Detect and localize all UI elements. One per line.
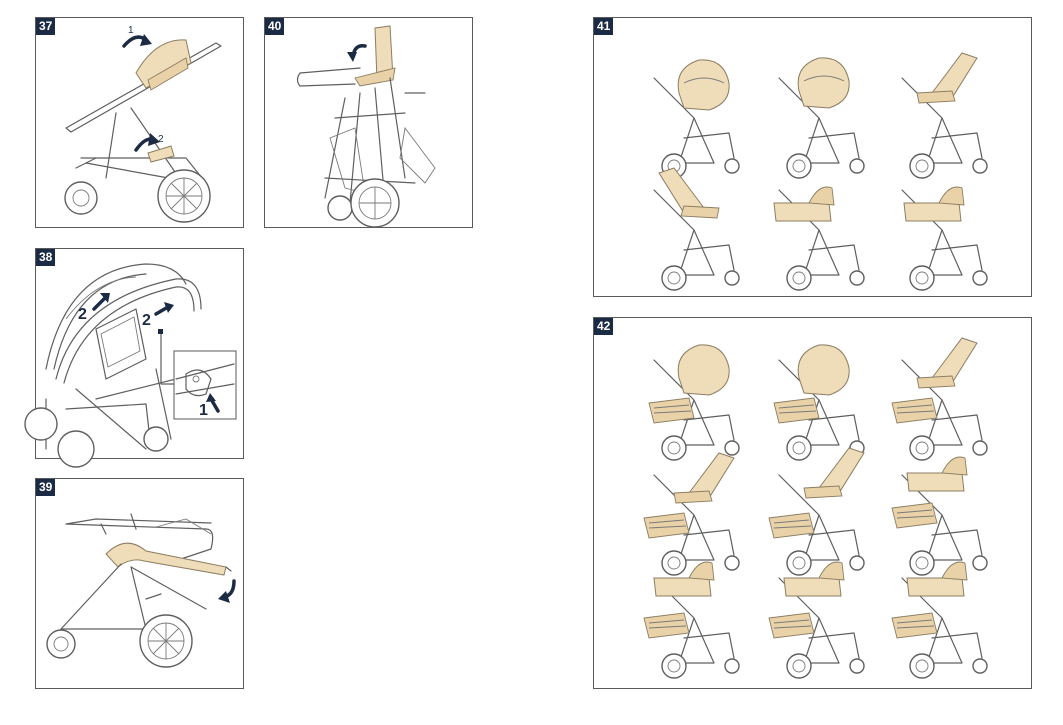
figure-number: 38	[36, 249, 56, 266]
figure-number: 37	[36, 18, 56, 35]
step-label: 1	[199, 402, 208, 419]
frame-unfold-illustration-39	[46, 513, 236, 668]
seating-configurations-41	[653, 52, 988, 291]
panel-38: 2 2 1 38	[24, 248, 244, 468]
step-label: 2	[158, 134, 164, 145]
stroller-folded-illustration-40	[296, 25, 436, 228]
panel-39: 39	[35, 478, 244, 689]
step-label: 2	[142, 312, 151, 329]
figure-number: 40	[265, 18, 285, 35]
stroller-fold-illustration-37: 1 2	[64, 25, 222, 223]
straight-arrow-icon	[154, 305, 170, 316]
figure-number: 41	[594, 18, 614, 35]
figure-number: 42	[594, 318, 614, 335]
handlebar-adjust-illustration-38: 2 2 1	[24, 263, 237, 468]
panel-42: 42	[593, 317, 1032, 689]
figure-number: 39	[36, 479, 56, 496]
panel-40: 40	[264, 17, 473, 228]
step-label: 2	[78, 306, 87, 323]
double-seating-configurations-42	[643, 337, 988, 679]
panel-41: 41	[593, 17, 1032, 297]
step-label: 1	[128, 25, 134, 36]
straight-arrow-icon	[92, 295, 108, 311]
panel-37: 1 2 37	[35, 17, 244, 228]
